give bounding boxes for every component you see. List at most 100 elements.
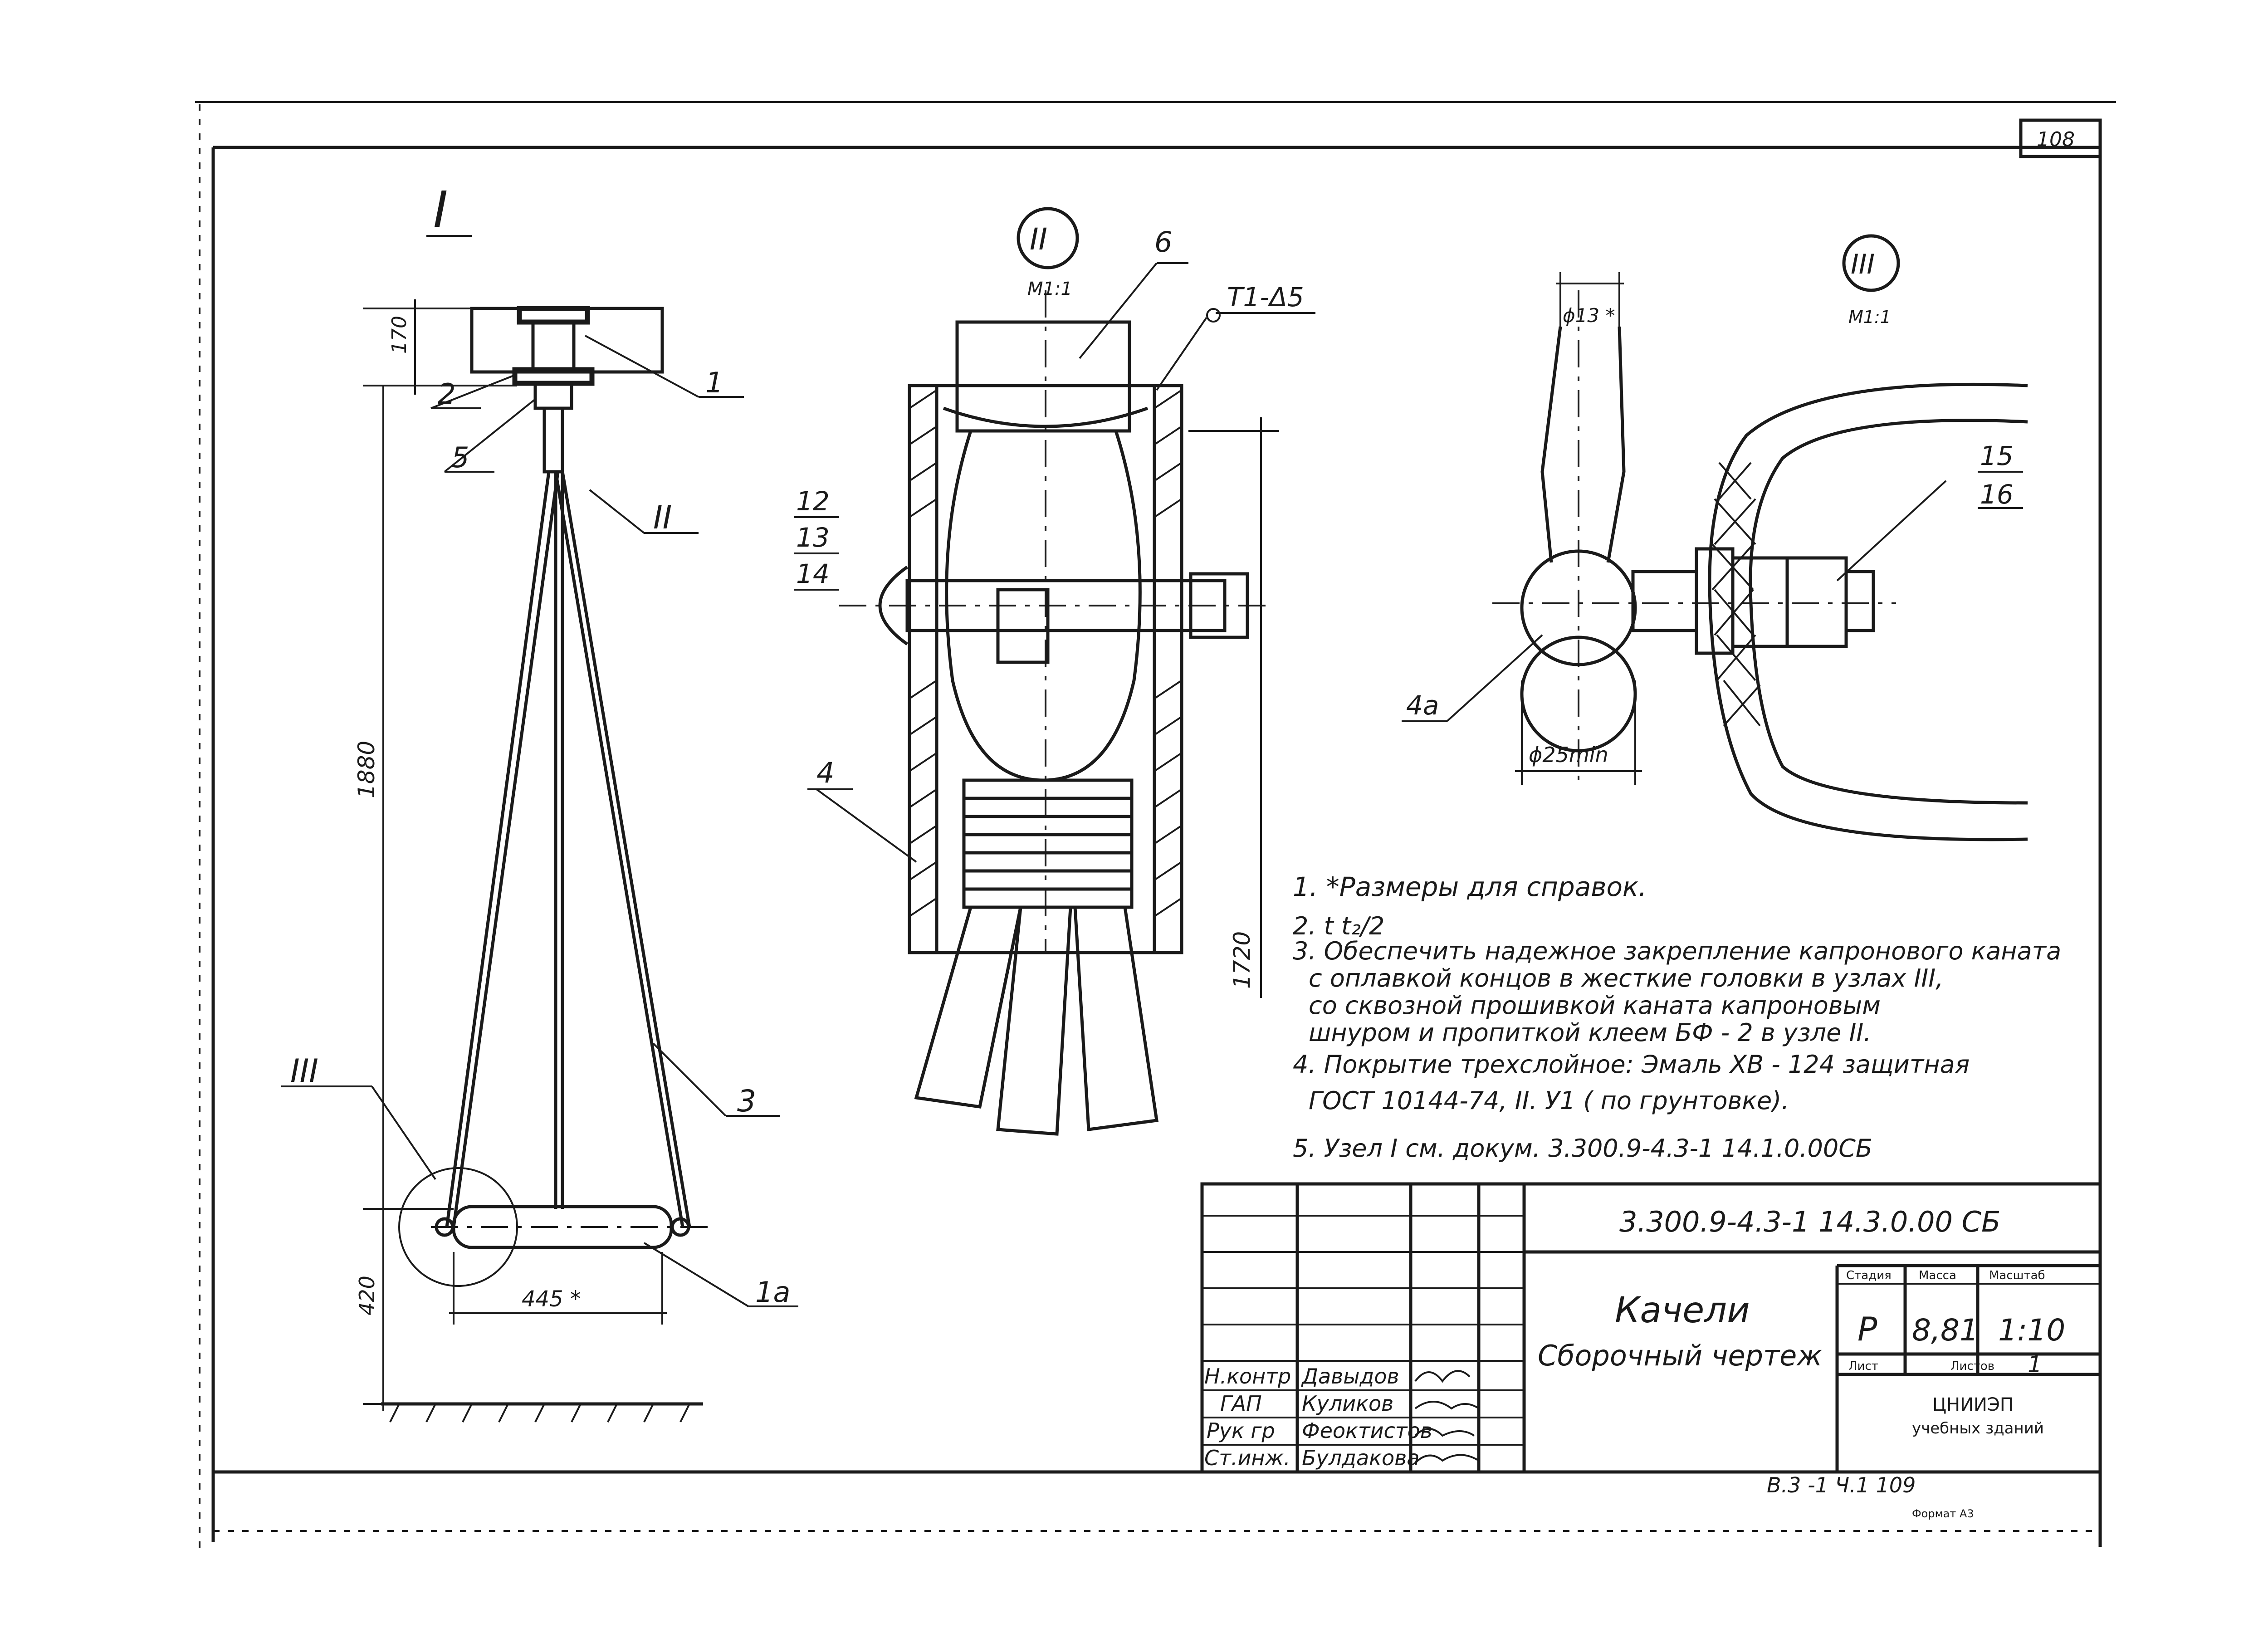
doc-code: 3.300.9-4.3-1 14.3.0.00 СБ: [1619, 1205, 2000, 1238]
bolt-rod: [531, 320, 576, 374]
rope-strands: [914, 907, 1158, 1136]
view-3-label-circle: [1842, 234, 1900, 292]
dim-170: 170: [388, 316, 411, 354]
sheet-number-box: [2019, 118, 2102, 158]
note-3-line-1: 3. Обеспечить надежное закрепление капро…: [1293, 937, 2061, 965]
rope-left: [445, 471, 551, 1227]
paper-format: Формат А3: [1912, 1507, 1974, 1520]
handle-outer: [1708, 382, 2028, 841]
dimension-1720: [1188, 417, 1279, 998]
dim-420: 420: [355, 1276, 379, 1315]
view-3-label: III: [1851, 249, 1875, 280]
stage-value: Р: [1857, 1310, 1877, 1348]
dim-1880: 1880: [353, 741, 380, 798]
dim-1720: 1720: [1229, 931, 1255, 989]
nut-1: [1731, 556, 1789, 648]
rope-right: [554, 471, 684, 1227]
hanger-link: [543, 406, 564, 474]
sig-name-1: Давыдов: [1301, 1364, 1399, 1388]
view-2-leaders: [794, 262, 1315, 863]
rope-winding: [962, 778, 1134, 909]
callout-13: 13: [796, 522, 830, 553]
note-4-line-2: ГОСТ 10144-74, II. У1 ( по грунтовке).: [1309, 1086, 1789, 1115]
rope-stem-left: [1540, 326, 1562, 563]
callout-2: 2: [438, 377, 455, 411]
pin: [996, 588, 1050, 664]
callout-1: 1: [705, 366, 723, 399]
title-line-2: Сборочный чертеж: [1538, 1339, 1822, 1372]
tube-cap: [955, 320, 1131, 433]
tube-wall-hatch: [909, 389, 1183, 917]
signature-rows: [1202, 1215, 1524, 1446]
dim-445: 445 *: [522, 1286, 581, 1312]
view-2-label: II: [1030, 222, 1047, 257]
note-3-line-3: со сквозной прошивкой каната капроновым: [1309, 991, 1881, 1020]
notes: 1. *Размеры для справок. 2. t t₂/2 3. Об…: [1293, 871, 2061, 1163]
dimension-chain-vertical: [363, 299, 517, 1411]
col-scale: Масштаб: [1989, 1269, 2045, 1282]
sig-role-1: Н.контр: [1204, 1364, 1291, 1388]
callout-3: 3: [737, 1084, 756, 1119]
callout-node-iii: III: [290, 1052, 318, 1090]
title-block-frame: [1200, 1182, 2102, 1474]
bolt-end: [1844, 570, 1875, 632]
dimension-445: [449, 1252, 667, 1325]
rope-left-inner: [452, 471, 560, 1227]
callout-6: 6: [1154, 225, 1172, 259]
org-line-2: учебных зданий: [1912, 1419, 2044, 1437]
callout-15: 15: [1980, 440, 2014, 471]
view-1: I: [281, 181, 798, 1423]
view-3-leaders: [1402, 471, 2023, 722]
sig-name-3: Феоктистов: [1302, 1418, 1432, 1443]
sig-name-4: Булдакова: [1302, 1446, 1419, 1470]
title-block: 3.300.9-4.3-1 14.3.0.00 СБ Качели Сбороч…: [1200, 1182, 2102, 1474]
callout-5: 5: [451, 441, 469, 474]
callout-12: 12: [796, 486, 830, 517]
note-5: 5. Узел I см. докум. 3.300.9-4.3-1 14.1.…: [1293, 1134, 1872, 1163]
nut-2: [1785, 556, 1848, 648]
bolt-shaft: [1631, 570, 1698, 632]
note-4-line-1: 4. Покрытие трехслойное: Эмаль ХВ - 124 …: [1293, 1050, 1970, 1079]
sig-name-2: Куликов: [1302, 1391, 1393, 1416]
sig-role-4: Ст.инж.: [1204, 1446, 1290, 1470]
callout-4a: 4a: [1406, 690, 1439, 721]
dim-25: ϕ25min: [1529, 743, 1608, 767]
top-plate: [517, 306, 590, 325]
tube-inner: [935, 384, 1156, 954]
callout-weld: T1-Δ5: [1227, 282, 1304, 313]
sheet-label: Лист: [1848, 1359, 1878, 1373]
sig-role-2: ГАП: [1220, 1391, 1262, 1416]
sheets-label: Листов: [1950, 1359, 1994, 1373]
view-3-scale: M1:1: [1848, 307, 1891, 327]
sig-role-3: Рук гр: [1207, 1418, 1275, 1443]
washer: [1695, 547, 1735, 655]
dimension-13: [1556, 272, 1624, 336]
scale-value: 1:10: [1998, 1313, 2065, 1348]
handle-crosshatch: [1711, 462, 1761, 727]
weld-symbol: [1206, 308, 1221, 323]
col-mass: Масса: [1919, 1269, 1956, 1282]
view-1-leaders: [281, 335, 798, 1307]
bracket-block: [533, 381, 573, 410]
dimension-25: [1515, 680, 1642, 785]
sheets-value: 1: [2028, 1351, 2042, 1378]
floor-hatching: [389, 1403, 690, 1423]
note-3-line-4: шнуром и пропиткой клеем БФ - 2 в узле I…: [1309, 1018, 1871, 1047]
view-2-scale: M1:1: [1027, 279, 1072, 299]
mass-value: 8,81: [1912, 1313, 1979, 1348]
bottom-plate: [512, 367, 595, 386]
view-2: II M1:1: [794, 207, 1315, 1136]
col-stage: Стадия: [1846, 1269, 1892, 1282]
rope-stem-right: [1606, 326, 1626, 563]
callout-14: 14: [796, 558, 830, 589]
handle-inner: [1749, 419, 2028, 805]
rope-right-inner: [561, 471, 691, 1227]
callout-1a: 1a: [755, 1276, 790, 1309]
title-line-1: Качели: [1615, 1290, 1750, 1331]
dim-13: ϕ13 *: [1563, 304, 1615, 327]
album-ref: В.3 -1 Ч.1 109: [1767, 1473, 1916, 1497]
signature-marks: [1414, 1370, 1480, 1464]
view-2-label-circle: [1017, 207, 1079, 269]
note-3-line-2: с оплавкой концов в жесткие головки в уз…: [1309, 964, 1943, 992]
